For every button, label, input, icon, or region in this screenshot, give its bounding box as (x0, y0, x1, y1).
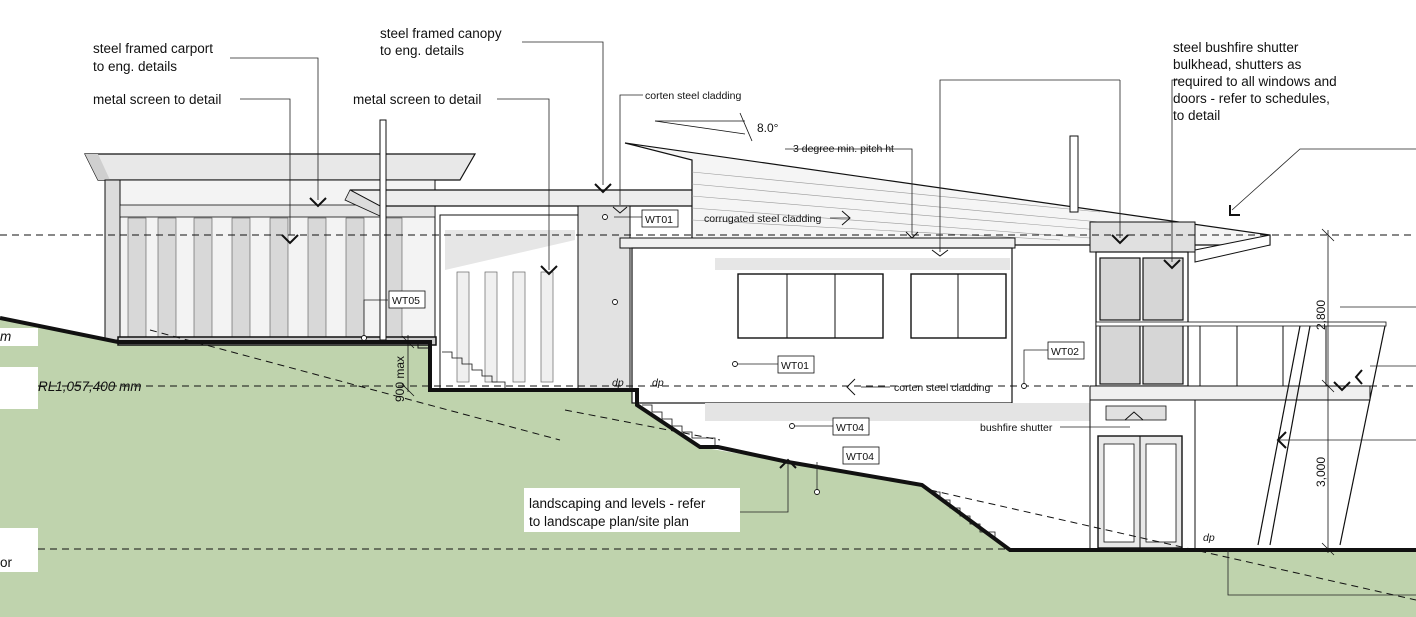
dp-marker-2: dp (652, 377, 664, 389)
corrugated-label: corrugated steel cladding (704, 213, 821, 225)
bushfire-shutter-label: bushfire shutter (980, 422, 1053, 434)
pitch-angle-label: 8.0° (757, 121, 779, 135)
tag-wt04-b: WT04 (846, 451, 874, 463)
canopy-label-2: to eng. details (380, 43, 464, 58)
tag-wt01-lower: WT01 (781, 360, 809, 372)
bushfire-bulkhead-label-3: required to all windows and (1173, 74, 1337, 89)
screen-mid-label: metal screen to detail (353, 92, 481, 107)
landscaping-label-1: landscaping and levels - refer (529, 496, 706, 511)
arrow-heads (281, 183, 1363, 469)
carport-label-1: steel framed carport (93, 41, 213, 56)
corten-top-label: corten steel cladding (645, 90, 741, 102)
rl-label-box-mid (0, 367, 38, 409)
pitch-note-label: 3 degree min. pitch ht (793, 143, 894, 155)
leader-lines (230, 41, 1416, 596)
rl-bottom-cut-label: or (0, 555, 13, 570)
dim-900-label: 900 max (393, 356, 407, 402)
rl-label-box-top (0, 328, 38, 346)
screen-left-label: metal screen to detail (93, 92, 221, 107)
canopy-label-1: steel framed canopy (380, 26, 502, 41)
rl-level-label: RL1,057,400 mm (38, 379, 142, 394)
rl-label-box-bottom (0, 528, 38, 572)
rl-top-cut-label: m (0, 329, 11, 344)
dimension-lines (401, 228, 1335, 556)
tag-wt01-upper: WT01 (645, 214, 673, 226)
level-lines (0, 234, 1416, 601)
bushfire-bulkhead-label-2: bulkhead, shutters as (1173, 57, 1302, 72)
dim-2800-label: 2,800 (1314, 300, 1328, 330)
tag-wt05: WT05 (392, 295, 420, 307)
landscaping-label-2: to landscape plan/site plan (529, 514, 689, 529)
ground-line (0, 316, 1416, 552)
dp-marker-1: dp (612, 377, 624, 389)
bushfire-bulkhead-label-1: steel bushfire shutter (1173, 40, 1299, 55)
canopy (344, 119, 694, 391)
carport-label-2: to eng. details (93, 59, 177, 74)
house-wall (577, 135, 1387, 551)
carport (84, 153, 477, 346)
bushfire-bulkhead-label-5: to detail (1173, 108, 1220, 123)
dp-marker-3: dp (1203, 532, 1215, 544)
dim-3000-label: 3,000 (1314, 457, 1328, 487)
bushfire-bulkhead-label-4: doors - refer to schedules, (1173, 91, 1330, 106)
tag-wt02: WT02 (1051, 346, 1079, 358)
corten-mid-label: corten steel cladding (894, 382, 990, 394)
tag-wt04-a: WT04 (836, 422, 864, 434)
pitch-angle-indicator (654, 112, 753, 142)
ground-fill (0, 318, 1416, 617)
